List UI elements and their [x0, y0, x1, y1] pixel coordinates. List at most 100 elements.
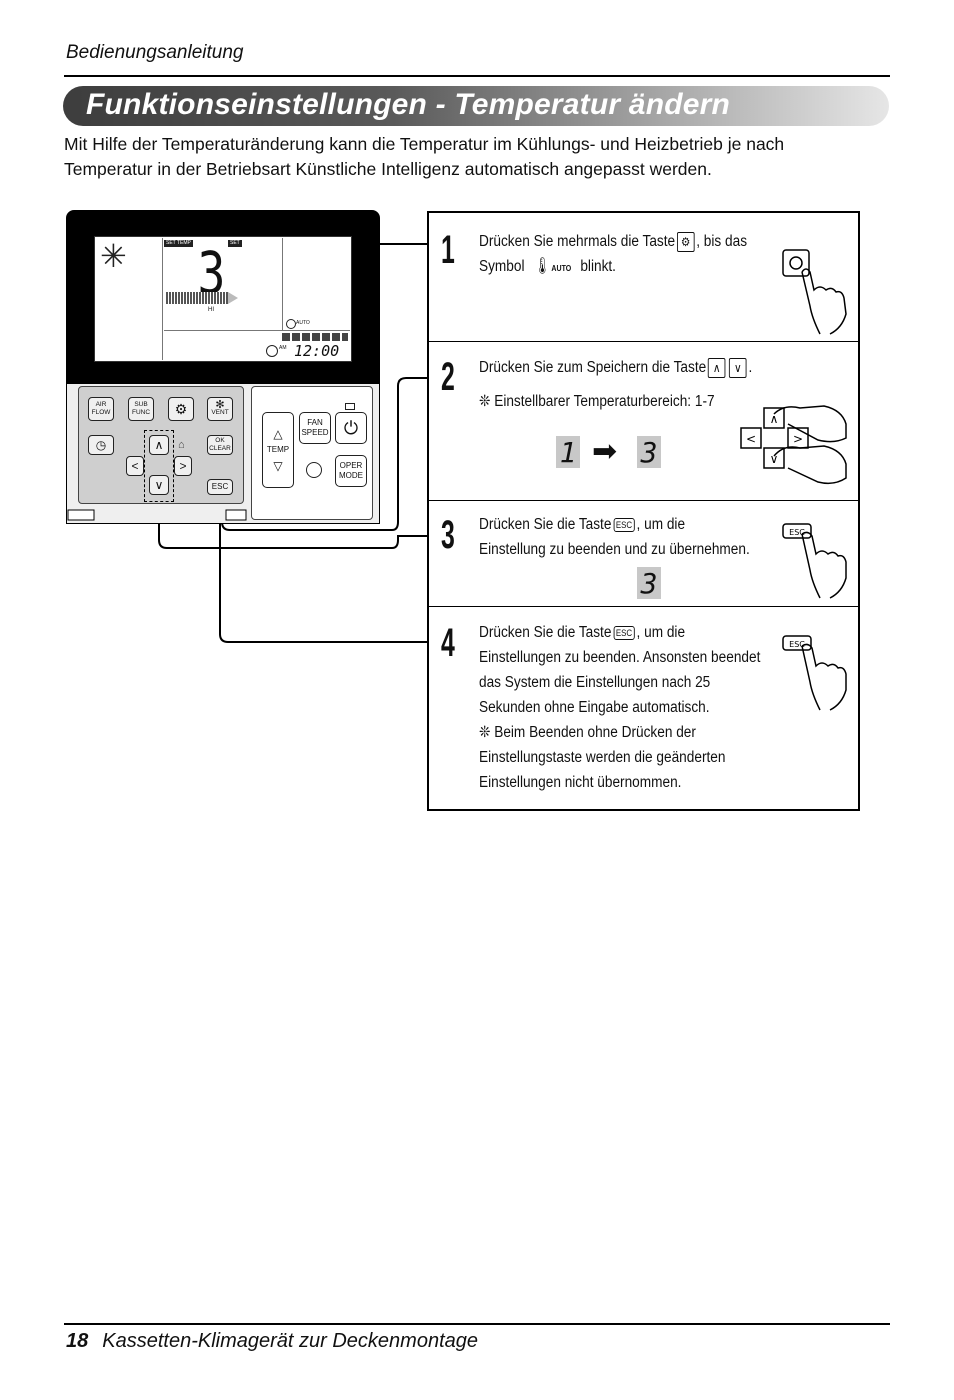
step-4-line: Einstellungen zu beenden. Ansonsten been… [479, 649, 761, 666]
air-flow-button[interactable]: AIR FLOW [88, 397, 114, 421]
title-bar [63, 86, 889, 126]
lcd-divider [282, 238, 283, 330]
auto-label: AUTO [296, 320, 310, 326]
header-rule [64, 75, 890, 77]
timer-button[interactable]: ◷ [88, 435, 114, 455]
ok-clear-button[interactable]: OK CLEAR [207, 435, 233, 455]
page-title: Funktionseinstellungen - Temperatur ände… [86, 88, 731, 121]
step-1-text-c: Symbol [479, 258, 525, 275]
hand-press-gear-illustration [782, 249, 847, 335]
thermometer-auto-icon: 🌡AUTO [533, 258, 572, 275]
chevron-up-icon: ∧ [707, 357, 726, 378]
step-3-text-a: Drücken Sie die Taste [479, 516, 612, 533]
esc-key-icon: ESC [613, 625, 635, 640]
snowflake-icon: ✳ [100, 238, 127, 274]
temp-button-group: △ TEMP ▽ [262, 412, 294, 488]
chevron-right-icon: > [179, 459, 187, 473]
step-separator [429, 341, 858, 342]
weekday-indicators [282, 333, 348, 341]
esc-button[interactable]: ESC [207, 479, 233, 495]
step-1-text-d: blinkt. [580, 258, 616, 275]
ok-label: OK [215, 437, 225, 444]
fan-speed-label: FAN [307, 418, 323, 427]
chevron-down-icon: ∨ [154, 478, 164, 492]
up-button[interactable]: ∧ [149, 435, 169, 455]
connector-step-3 [158, 502, 428, 549]
oper-mode-label: OPER [339, 461, 363, 470]
svg-text:ESC: ESC [789, 528, 805, 537]
air-flow-label: AIR [95, 401, 107, 408]
chevron-down-icon: ∨ [729, 357, 747, 378]
indicator-lamp [345, 403, 355, 410]
footer-text: Kassetten-Klimagerät zur Deckenmontage [102, 1330, 478, 1352]
display-to-value: 3 [637, 436, 661, 469]
power-icon: ⏻ [343, 418, 359, 438]
air-flow-label: FLOW [91, 409, 111, 416]
svg-text:∧: ∧ [770, 412, 779, 426]
step-1-text-b: , bis das [696, 233, 748, 250]
left-button[interactable]: < [126, 456, 144, 476]
temp-up-button[interactable]: △ [273, 427, 283, 441]
svg-text:∨: ∨ [770, 452, 779, 466]
document-label: Bedienungsanleitung [66, 42, 244, 63]
lcd-divider [164, 330, 350, 331]
svg-text:ESC: ESC [789, 640, 805, 649]
connector-step-4 [219, 500, 428, 643]
vent-label: VENT [211, 409, 229, 416]
step-separator [429, 606, 858, 607]
temp-down-button[interactable]: ▽ [273, 459, 283, 473]
fan-speed-button[interactable]: FAN SPEED [299, 412, 331, 444]
gear-icon: ⚙ [174, 401, 188, 417]
clear-label: CLEAR [209, 445, 231, 452]
esc-key-icon: ESC [613, 517, 635, 532]
step-4-line: das System die Einstellungen nach 25 [479, 674, 711, 691]
intro-paragraph: Mit Hilfe der Temperaturänderung kann di… [64, 134, 785, 179]
sub-func-label: FUNC [131, 409, 151, 416]
esc-label: ESC [211, 482, 229, 491]
hand-press-esc-illustration: ESC [782, 523, 847, 599]
step-1-text: Drücken Sie mehrmals die Taste⚙, bis das… [479, 229, 778, 281]
step-4-note: ❊ Beim Beenden ohne Drücken der [479, 724, 696, 741]
clock-icon [266, 345, 278, 357]
oper-mode-button[interactable]: OPER MODE [335, 455, 367, 487]
step-number: 3 [441, 513, 455, 557]
footer-rule [64, 1323, 890, 1325]
right-button[interactable]: > [174, 456, 192, 476]
power-button[interactable]: ⏻ [335, 412, 367, 444]
am-label: AM [279, 345, 287, 351]
gear-icon: ⚙ [676, 231, 695, 252]
temp-label: TEMP [266, 445, 290, 454]
sub-func-label: SUB [134, 401, 148, 408]
vent-button[interactable]: ✻ VENT [207, 397, 233, 421]
down-button[interactable]: ∨ [149, 475, 169, 495]
sensor-circle [306, 462, 322, 478]
step-4-line: Sekunden ohne Eingabe automatisch. [479, 699, 710, 716]
sub-func-button[interactable]: SUB FUNC [128, 397, 154, 421]
clock-icon: ◷ [95, 438, 107, 452]
set-temp-tag: SET TEMP [164, 240, 193, 247]
footer: 18 Kassetten-Klimagerät zur Deckenmontage [66, 1330, 478, 1353]
auto-label: AUTO [551, 264, 572, 273]
fan-speed-bar [166, 292, 228, 304]
step-2-note: ❊ Einstellbarer Temperaturbereich: 1-7 [479, 393, 715, 410]
step-4-text-b: , um die [636, 624, 686, 641]
step-4-text-a: Drücken Sie die Taste [479, 624, 612, 641]
highlight-up-down [144, 430, 174, 502]
step-2-text-a: Drücken Sie zum Speichern die Taste [479, 359, 707, 376]
function-settings-button[interactable]: ⚙ [168, 397, 194, 421]
step-separator [429, 500, 858, 501]
step-number: 1 [441, 228, 455, 272]
fan-speed-arrow-icon [228, 292, 238, 304]
page-number: 18 [66, 1330, 89, 1352]
step-2-text: Drücken Sie zum Speichern die Taste∧∨. [479, 355, 778, 380]
step-table [427, 211, 860, 811]
oper-mode-label: MODE [339, 471, 363, 480]
step-2-text-b: . [748, 359, 753, 376]
step-4-note: Einstellungen nicht übernommen. [479, 774, 682, 791]
step-3-text-b: , um die [636, 516, 686, 533]
step-3-text-c: Einstellung zu beenden und zu übernehmen… [479, 541, 750, 558]
arrow-right-icon: ➡ [592, 435, 618, 468]
step-4-note: Einstellungstaste werden die geänderten [479, 749, 726, 766]
